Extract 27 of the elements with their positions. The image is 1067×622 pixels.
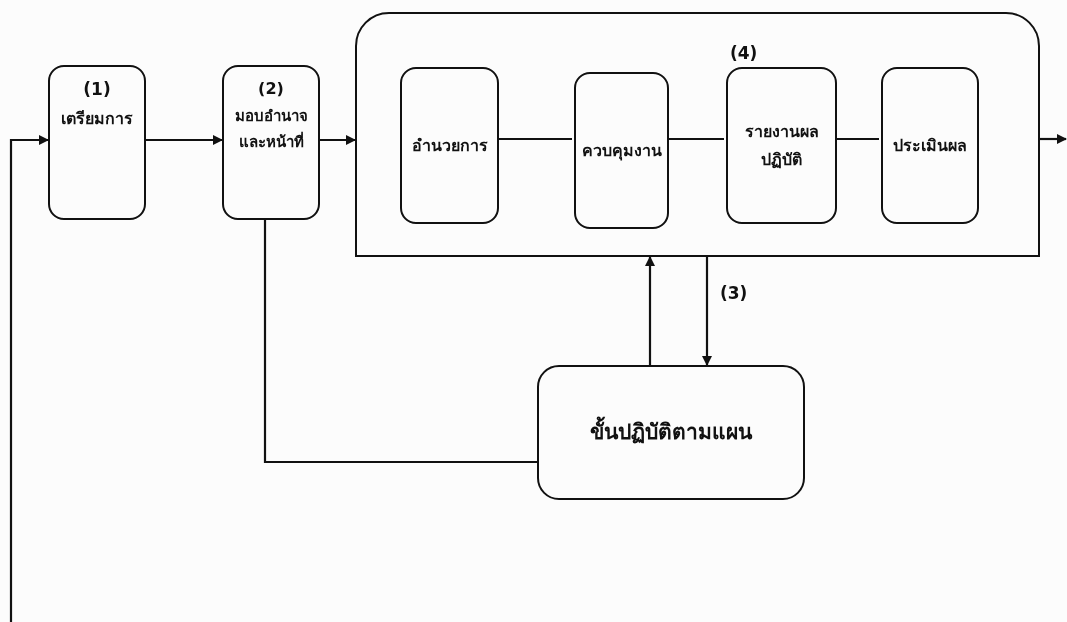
process-box (400, 67, 499, 224)
arrow (9, 135, 49, 622)
connector-line (835, 137, 879, 141)
connector-line (497, 137, 572, 141)
box-label: อำนวยการ (411, 134, 488, 157)
box-label: เตรียมการ (61, 108, 133, 131)
step-number: (2) (258, 79, 284, 99)
arrow (645, 256, 655, 365)
box-label: รายงานผลปฏิบัติ (743, 121, 820, 171)
step-number: (4) (730, 43, 758, 64)
process-box (574, 72, 669, 229)
process-box (537, 365, 805, 500)
arrow (320, 135, 356, 145)
box-label: ควบคุมงาน (581, 139, 662, 163)
box-label: ขั้นปฏิบัติตามแผน (590, 414, 752, 451)
step-number: (1) (83, 79, 111, 100)
group-frame (355, 12, 1040, 257)
process-box (48, 65, 146, 220)
process-box (881, 67, 979, 224)
connector-line (667, 137, 724, 141)
process-box (222, 65, 320, 220)
arrow (1040, 134, 1067, 144)
box-label: มอบอำนาจและหน้าที่ (233, 106, 309, 153)
arrow (702, 257, 712, 366)
box-label: ประเมินผล (893, 134, 967, 157)
arrow (146, 135, 223, 145)
connector-line (263, 220, 537, 464)
